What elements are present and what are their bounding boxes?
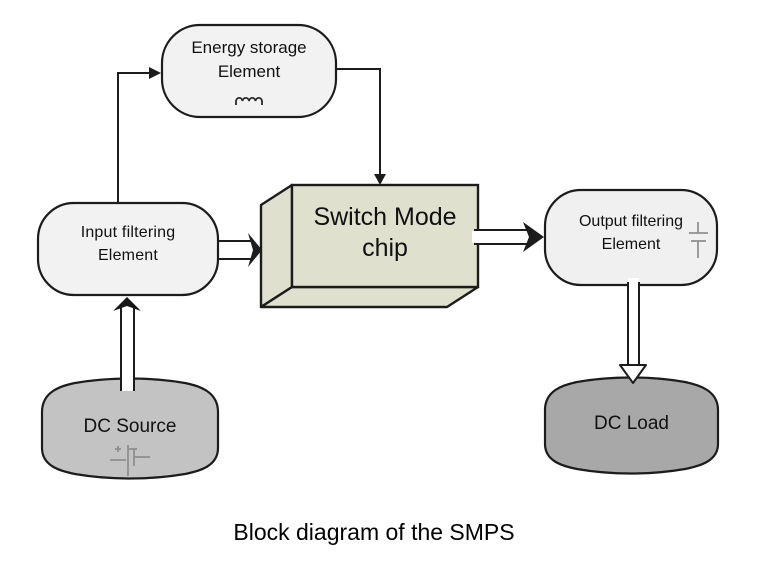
stealth-arrowhead-right-icon (248, 233, 262, 267)
dc-load-node (543, 376, 720, 475)
dc-source-node (40, 377, 220, 480)
output-filtering-node (543, 188, 719, 287)
arrowhead-down-icon (374, 174, 386, 185)
edge-energy-to-chip (336, 68, 386, 185)
inductor-coil-icon (235, 97, 263, 105)
chip-bottom-face (259, 285, 480, 309)
capacitor-icon (689, 222, 708, 258)
energy-storage-node (160, 23, 338, 119)
battery-icon (110, 445, 150, 476)
edge-output-to-load (619, 278, 647, 384)
edge-source-to-input (113, 297, 141, 391)
edge-chip-to-output (472, 222, 544, 252)
arrowhead-right-icon (149, 67, 161, 79)
edge-input-to-chip (219, 233, 262, 267)
input-filtering-node (36, 201, 220, 297)
stealth-arrowhead-right-icon (523, 222, 544, 252)
hollow-arrowhead-down-icon (619, 364, 647, 384)
edge-input-to-energy (117, 67, 161, 203)
chip-front-face (290, 183, 480, 289)
switch-mode-chip-node (259, 183, 480, 309)
stealth-arrowhead-up-icon (113, 297, 141, 311)
